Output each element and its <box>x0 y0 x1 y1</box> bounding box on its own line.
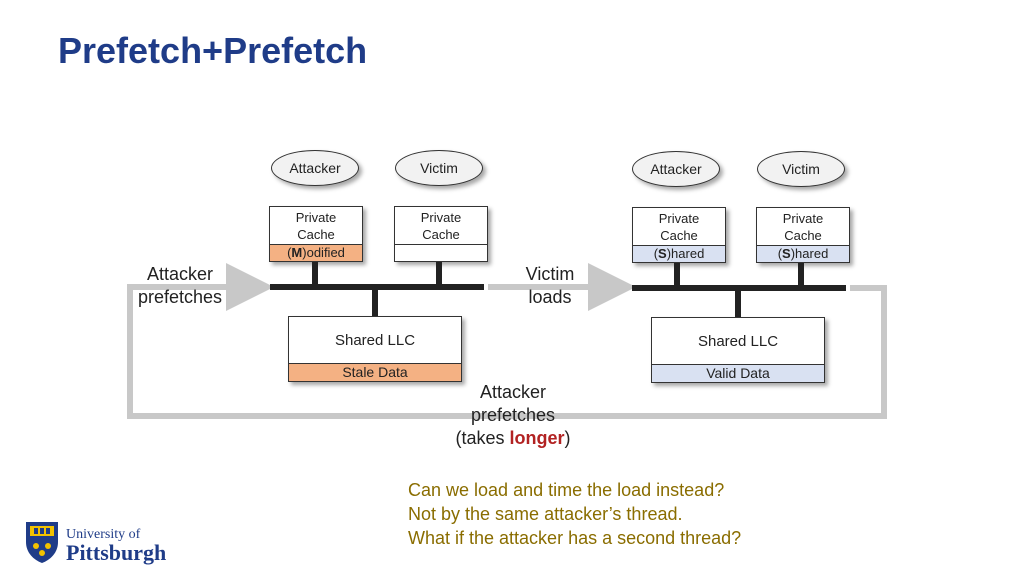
attacker-private-cache-left: Private Cache (M)odified <box>269 206 363 262</box>
cache-label: Private Cache <box>420 209 462 242</box>
victim-private-cache-right: Private Cache (S)hared <box>756 207 850 263</box>
victim-core-label: Victim <box>782 161 820 177</box>
cache-state-empty <box>395 244 487 261</box>
victim-core-left: Victim <box>395 150 483 186</box>
emphasis-longer: longer <box>509 428 565 448</box>
cache-state-shared: (S)hared <box>757 245 849 262</box>
victim-private-cache-left: Private Cache <box>394 206 488 262</box>
bus-left <box>270 284 484 290</box>
attacker-core-left: Attacker <box>271 150 359 186</box>
cache-state-shared: (S)hared <box>633 245 725 262</box>
bus-drop-victim-left <box>436 262 442 286</box>
cache-label: Private Cache <box>782 210 824 243</box>
llc-state-valid: Valid Data <box>652 364 824 382</box>
question-block: Can we load and time the load instead? N… <box>408 478 741 550</box>
llc-label: Shared LLC <box>697 332 779 350</box>
bus-drop-attacker-left <box>312 262 318 286</box>
cache-label: Private Cache <box>295 209 337 242</box>
shared-llc-left: Shared LLC Stale Data <box>288 316 462 382</box>
step-attacker-prefetches: Attacker prefetches <box>137 264 223 307</box>
attacker-private-cache-right: Private Cache (S)hared <box>632 207 726 263</box>
step-victim-loads: Victim loads <box>525 264 575 307</box>
cache-state-modified: (M)odified <box>270 244 362 261</box>
shared-llc-right: Shared LLC Valid Data <box>651 317 825 383</box>
bus-right <box>632 285 846 291</box>
bus-drop-attacker-right <box>674 263 680 287</box>
question-line: Not by the same attacker’s thread. <box>408 504 683 524</box>
victim-core-right: Victim <box>757 151 845 187</box>
attacker-core-label: Attacker <box>650 161 702 177</box>
bus-drop-llc-right <box>735 289 741 317</box>
bus-drop-llc-left <box>372 288 378 316</box>
attacker-core-label: Attacker <box>289 160 341 176</box>
university-logo-text: University of Pittsburgh <box>66 527 167 565</box>
attacker-core-right: Attacker <box>632 151 720 187</box>
cache-label: Private Cache <box>658 210 700 243</box>
victim-core-label: Victim <box>420 160 458 176</box>
university-shield-icon <box>26 522 58 563</box>
slide-title: Prefetch+Prefetch <box>58 30 368 71</box>
llc-state-stale: Stale Data <box>289 363 461 381</box>
step-attacker-prefetches-longer: Attacker prefetches (takes longer) <box>455 382 571 448</box>
bus-drop-victim-right <box>798 263 804 287</box>
loop-arrow <box>127 263 887 419</box>
question-line: What if the attacker has a second thread… <box>408 528 742 548</box>
llc-label: Shared LLC <box>334 331 416 349</box>
question-line: Can we load and time the load instead? <box>408 480 725 500</box>
